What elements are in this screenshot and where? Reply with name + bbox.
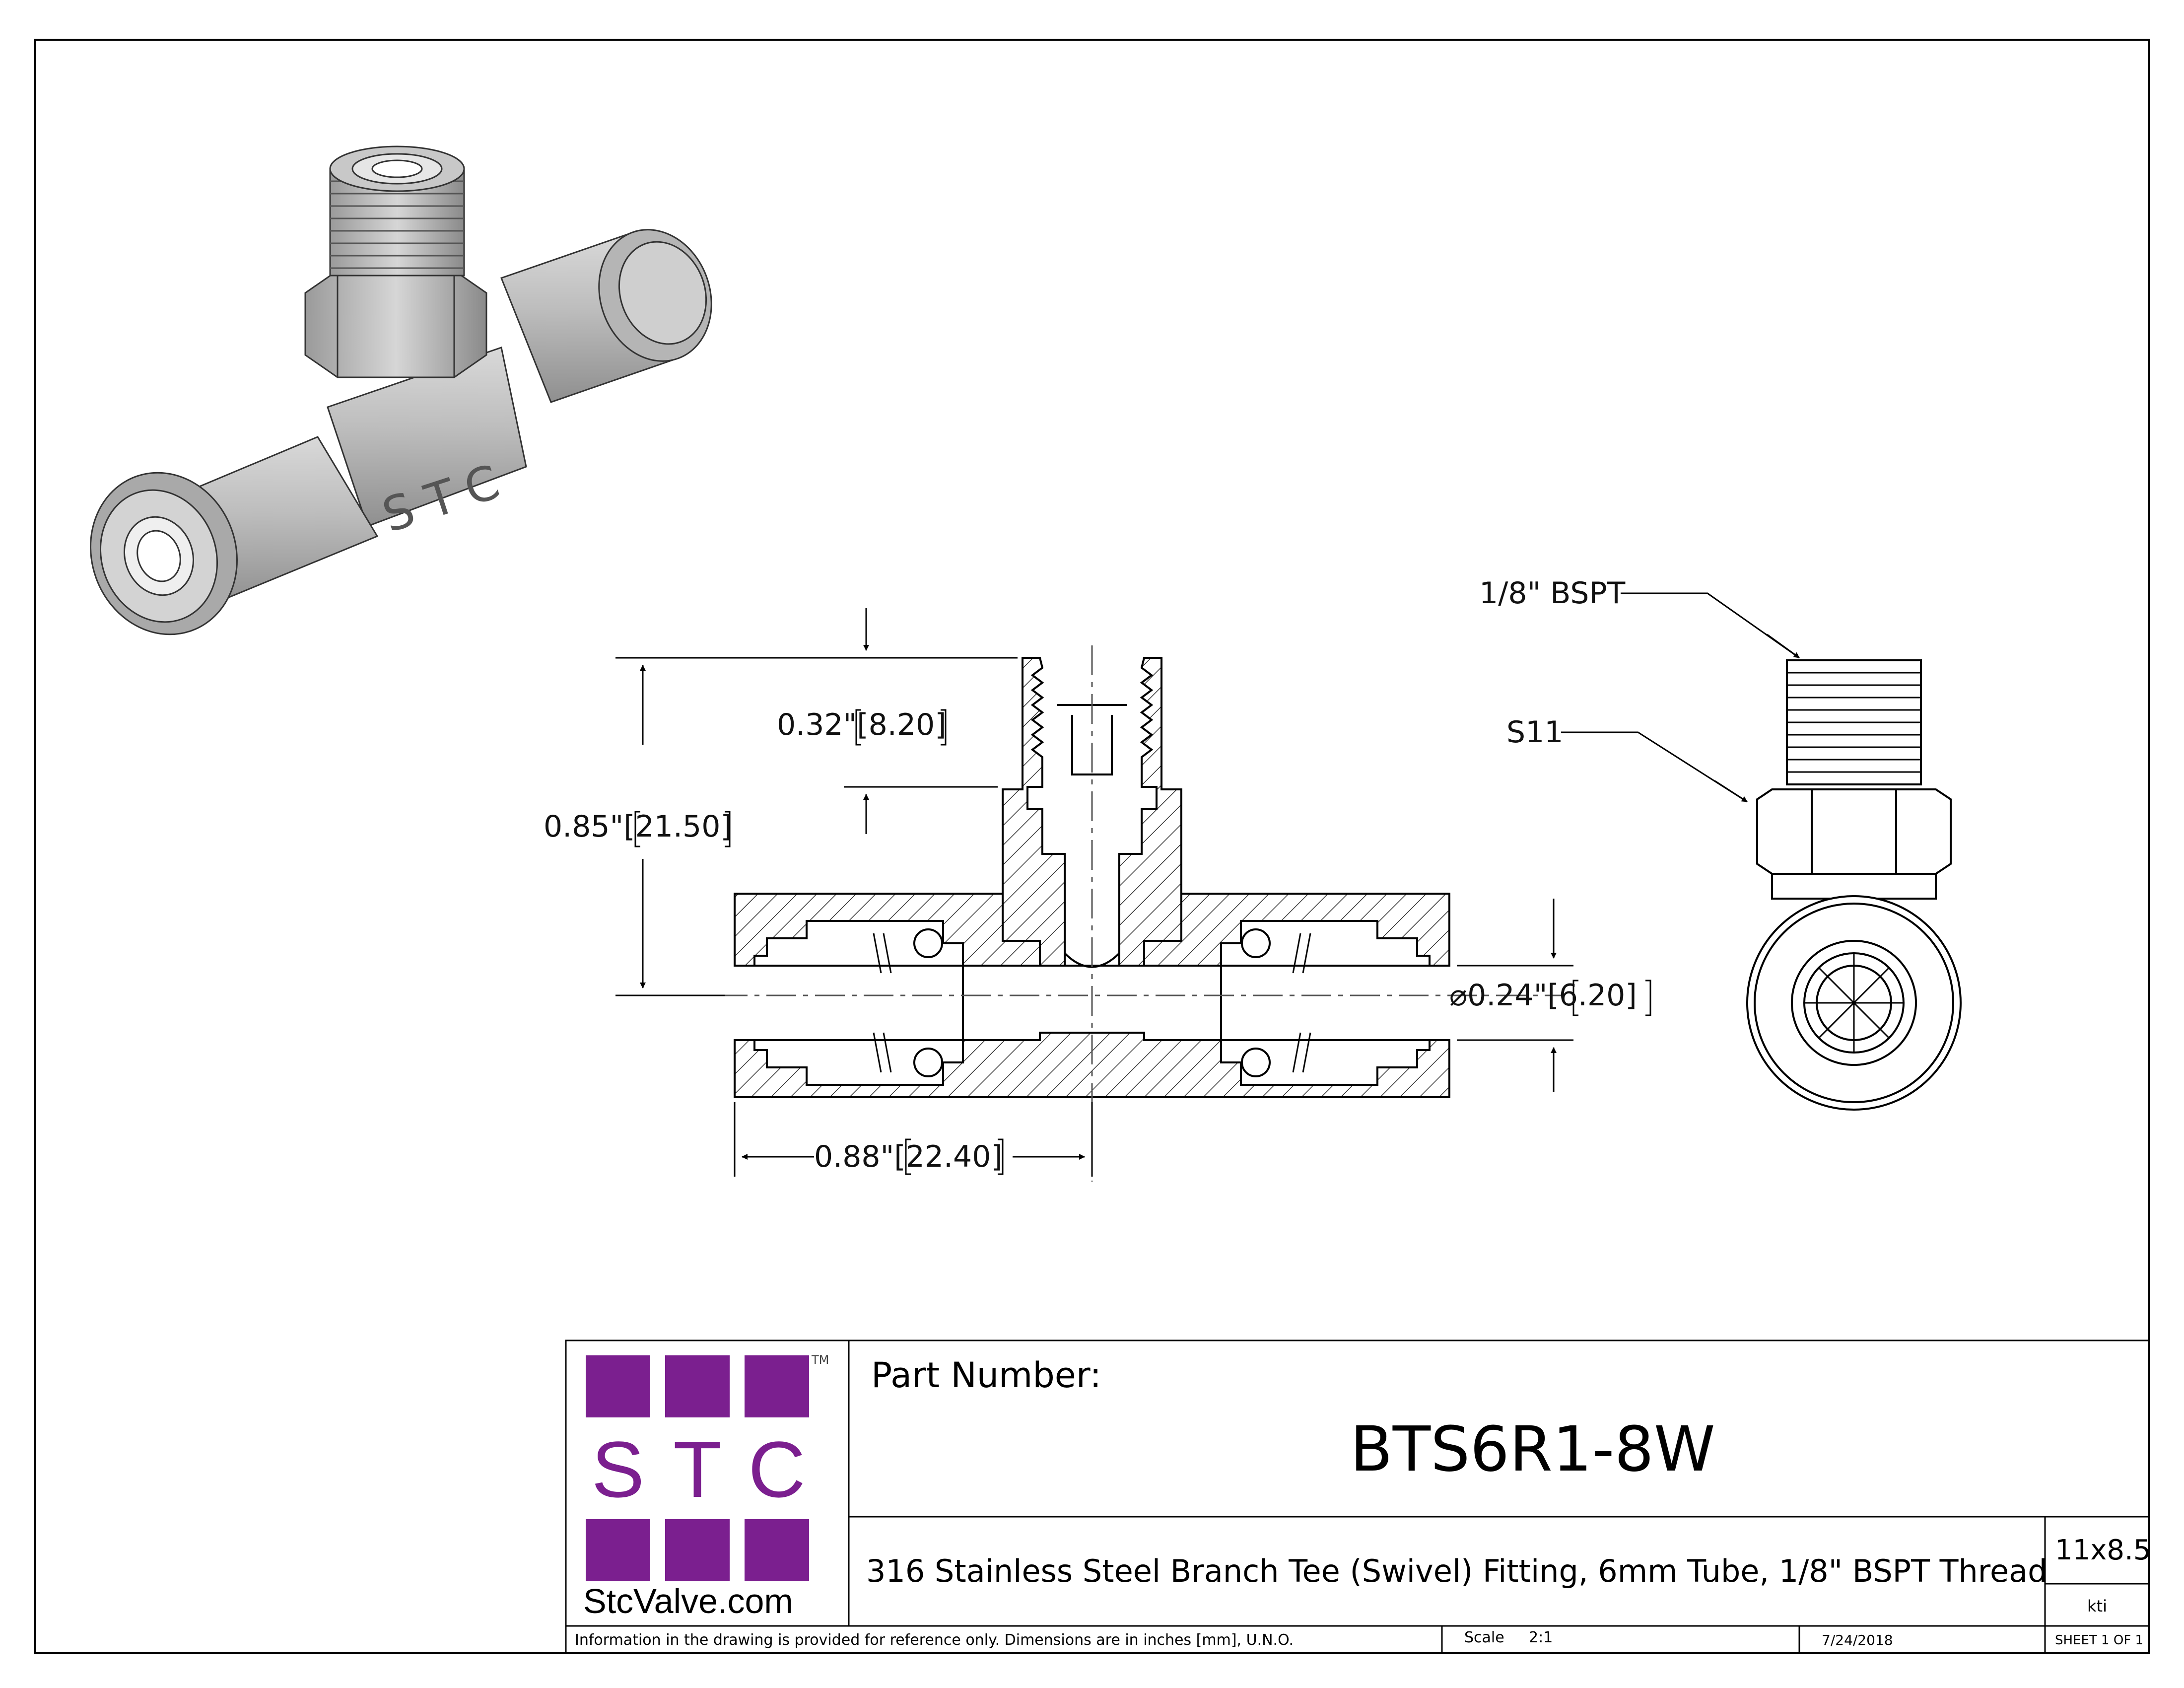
logo-square [745, 1355, 809, 1417]
overall-height-dimension: 0.85"[21.50] [544, 809, 732, 844]
trademark-mark: TM [812, 1353, 829, 1367]
thread-callout: 1/8" BSPT [1479, 576, 1626, 611]
dimension-lines [615, 592, 1800, 1177]
part-number: BTS6R1-8W [1350, 1413, 1715, 1485]
logo-letter-t: T [673, 1425, 722, 1514]
bore-dimension: 0.24"[6.20] [1467, 978, 1637, 1013]
sheet-number: SHEET 1 OF 1 [2055, 1633, 2144, 1648]
logo-square [665, 1355, 730, 1417]
logo-letter-s: S [591, 1425, 645, 1514]
website-link[interactable]: StcValve.com [583, 1582, 793, 1620]
half-length-dimension: 0.88"[22.40] [814, 1139, 1003, 1174]
part-description: 316 Stainless Steel Branch Tee (Swivel) … [866, 1553, 2048, 1589]
bore-dimension-group: ⌀0.24"[6.20] [1449, 978, 1637, 1013]
part-number-label: Part Number: [871, 1355, 1101, 1396]
stc-logo: TM S T C StcValve.com [571, 1345, 844, 1623]
sheet-size: 11x8.5 [2055, 1534, 2151, 1566]
diameter-symbol: ⌀ [1449, 978, 1468, 1013]
logo-square [665, 1519, 730, 1581]
hex-callout: S11 [1506, 715, 1564, 750]
drawing-date: 7/24/2018 [1822, 1632, 1893, 1648]
thread-depth-dimension: 0.32"[8.20] [777, 707, 947, 742]
section-view [620, 645, 1564, 1182]
side-view [1746, 659, 1962, 1111]
scale-label: Scale [1464, 1629, 1504, 1646]
logo-square [586, 1355, 650, 1417]
title-block-frame [565, 1339, 2150, 1654]
logo-square [586, 1519, 650, 1581]
isometric-view [90, 145, 712, 635]
disclaimer: Information in the drawing is provided f… [575, 1631, 1294, 1649]
logo-letter-c: C [748, 1425, 806, 1514]
logo-square [745, 1519, 809, 1581]
scale-value: 2:1 [1529, 1629, 1553, 1646]
drawn-by: kti [2087, 1597, 2107, 1616]
